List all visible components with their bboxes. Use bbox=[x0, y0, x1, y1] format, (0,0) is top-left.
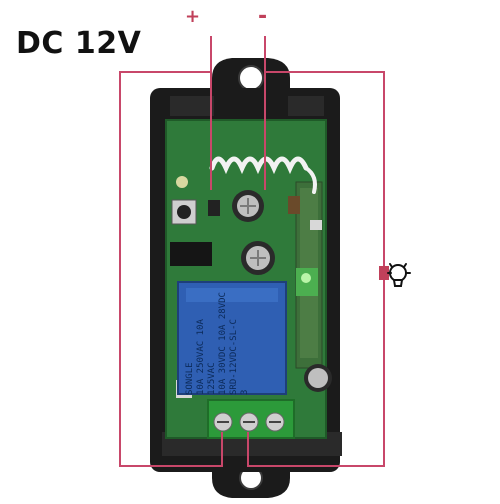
relay-label-block: SONGLE 10A 250VAC 10A 125VAC 10A 30VDC 1… bbox=[185, 287, 279, 395]
capacitor-2 bbox=[241, 241, 275, 275]
terminal-screw-3 bbox=[265, 412, 285, 432]
lamp-icon bbox=[379, 263, 411, 287]
terminal-block bbox=[207, 399, 295, 439]
positive-terminal-label: + bbox=[185, 6, 201, 27]
terminal-screw-1 bbox=[213, 412, 233, 432]
capacitor-1 bbox=[232, 190, 264, 222]
antenna-coil-icon bbox=[209, 156, 317, 194]
capacitor-3 bbox=[304, 364, 332, 392]
relay-rating-1: 10A 250VAC 10A 125VAC bbox=[196, 319, 217, 395]
relay-brand: SONGLE bbox=[185, 362, 195, 395]
wires bbox=[119, 36, 385, 467]
relay bbox=[177, 281, 287, 395]
relay-rating-2: 10A 30VDC 10A 28VDC bbox=[218, 292, 228, 395]
relay-model: SRD-12VDC-SL-C bbox=[229, 319, 239, 395]
wire-loop-left bbox=[119, 71, 223, 467]
negative-terminal-label: - bbox=[258, 4, 268, 29]
terminal-screw-2 bbox=[239, 412, 259, 432]
relay-pin-count: 3 bbox=[240, 389, 250, 395]
supply-voltage-label: DC 12V bbox=[16, 26, 142, 61]
wire-loop-right bbox=[247, 71, 385, 467]
